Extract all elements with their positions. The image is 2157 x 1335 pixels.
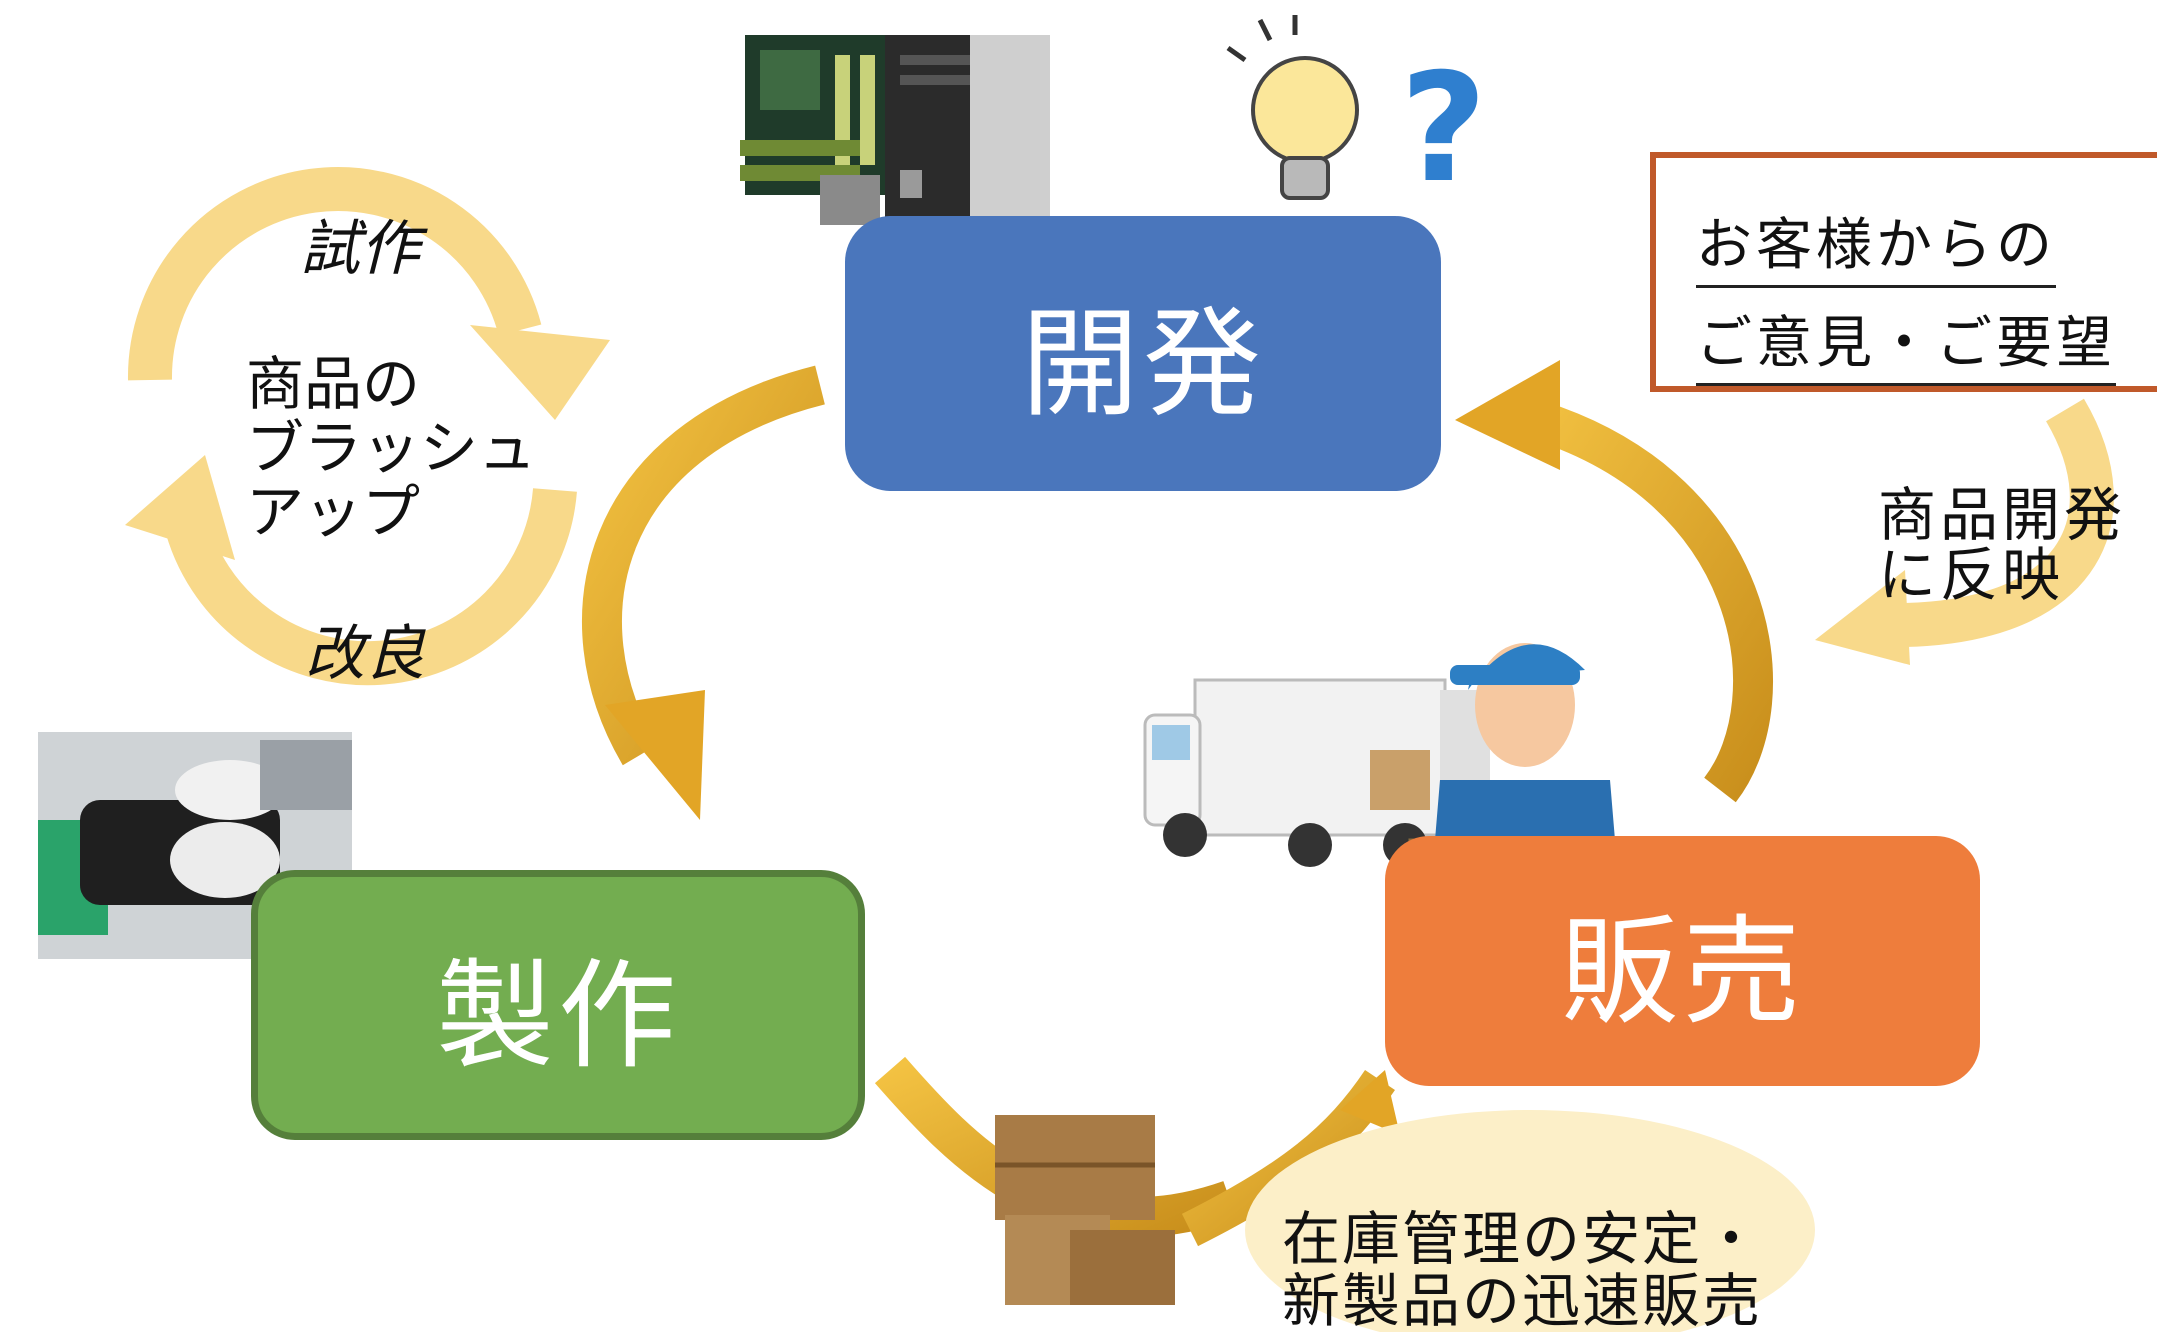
customer-line-1: お客様からの: [1696, 200, 2056, 288]
stock-label: 在庫管理の安定・ 新製品の迅速販売: [1282, 1205, 1763, 1335]
cycle-arrowhead-bottom: [125, 455, 235, 560]
arrowhead-make-to-sell: [1340, 1070, 1400, 1135]
arrowhead-dev-to-make: [605, 690, 705, 820]
stock-bubble: [1245, 1110, 1815, 1332]
feedback-label: 商品開発 に反映: [1878, 481, 2127, 609]
arrowhead-sell-to-dev: [1455, 360, 1560, 470]
manufacturing-box: 製作: [251, 870, 865, 1140]
improve-label: 改良: [305, 619, 425, 689]
feedback-arrowhead: [1815, 570, 1910, 665]
cycle-arrows: [127, 167, 577, 686]
lightbulb-icon: [1226, 15, 1359, 200]
customer-feedback-box: お客様からの ご意見・ご要望: [1650, 152, 2157, 392]
delivery-truck-icon: [1143, 678, 1490, 867]
sales-box: 販売: [1385, 836, 1980, 1086]
cardboard-boxes-icon: [995, 1115, 1175, 1305]
cycle-arrow-bottom: [163, 488, 577, 686]
cycle-arrow-top: [127, 167, 542, 381]
sales-label: 販売: [1560, 902, 1805, 1041]
feedback-arrow: [1879, 398, 2114, 648]
manufacturing-label: 製作: [435, 946, 680, 1085]
trial-label: 試作: [300, 214, 420, 284]
cycle-arrowhead-top: [470, 325, 610, 420]
arrow-dev-to-make: [582, 365, 825, 766]
computer-parts-icon: [740, 35, 1050, 240]
arrow-sell-to-dev: [1514, 395, 1773, 803]
customer-line-2: ご意見・ご要望: [1696, 298, 2116, 386]
question-mark-icon: ?: [1400, 42, 1487, 216]
brush-up-label: 商品の ブラッシュ アップ: [246, 350, 537, 546]
development-box: 開発: [845, 216, 1441, 491]
development-label: 開発: [1020, 295, 1265, 433]
